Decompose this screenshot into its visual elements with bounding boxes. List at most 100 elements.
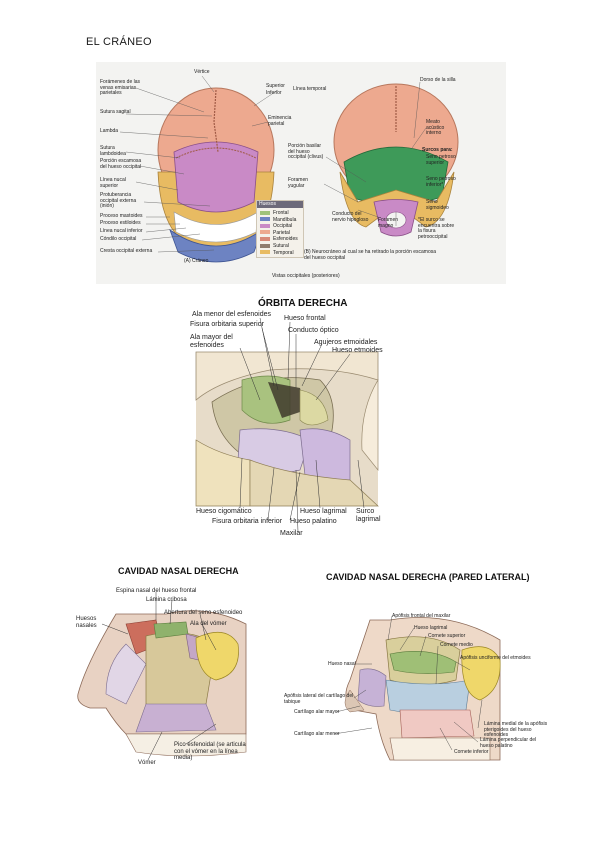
label-ala-mayor: Ala mayor del esfenoides — [190, 334, 233, 349]
label-porcion-basilar: Porción basilar del hueso occipital (cli… — [288, 143, 324, 160]
label-apofisis-unciforme: Apófisis unciforme del etmoides — [460, 655, 531, 661]
label-cornete-inferior: Cornete inferior — [454, 749, 489, 755]
nasal-right-figure: Apófisis frontal del maxilar Hueso lagri… — [284, 610, 560, 770]
label-sutura-sagital: Sutura sagital — [100, 109, 131, 115]
label-surcos-para: Surcos para: — [422, 147, 453, 153]
label-conducto-optico: Conducto óptico — [288, 327, 339, 334]
label-lamina-cribosa: Lámina cribosa — [146, 597, 187, 603]
label-apofisis-lateral: Apófisis lateral del cartílago del tabiq… — [284, 693, 354, 705]
label-hueso-etmoides: Hueso etmoides — [332, 347, 383, 354]
label-eminencia-parietal: Eminencia parietal — [268, 115, 292, 127]
label-fisura-inferior: Fisura orbitaria inferior — [212, 518, 283, 525]
legend-swatch — [260, 223, 270, 228]
label-hueso-cigomatico: Hueso cigomático — [196, 508, 252, 515]
label-linea-nucal-inferior: Línea nucal inferior — [100, 228, 143, 234]
label-hueso-lagrimal: Hueso lagrimal — [300, 508, 347, 515]
legend-swatch — [260, 230, 270, 235]
skull-illustration — [119, 75, 459, 263]
label-cartilago-alar-menor: Cartílago alar menor — [294, 731, 340, 737]
label-huesos-nasales: Huesos nasales — [76, 616, 97, 629]
label-agujeros-etmoidales: Agujeros etmoidales — [314, 339, 378, 346]
label-ala-menor: Ala menor del esfenoides — [192, 311, 271, 318]
label-hueso-frontal: Hueso frontal — [284, 315, 326, 322]
label-vistas-occipitales: Vistas occipitales (posteriores) — [272, 273, 340, 279]
label-vomer: Vómer — [138, 760, 156, 766]
label-hueso-palatino: Hueso palatino — [290, 518, 337, 525]
label-linea-temporal: Línea temporal — [293, 86, 327, 92]
nasal-left-figure: Espina nasal del hueso frontal Lámina cr… — [66, 584, 266, 774]
legend-item: Occipital — [260, 223, 292, 229]
skull-a-drawing — [157, 87, 275, 263]
nasal-right-illustration — [333, 615, 501, 761]
label-temporal-superior: Superior — [266, 83, 285, 89]
label-proceso-mastoides: Proceso mastoides — [100, 213, 143, 219]
label-sutura-lambdoidea: Sutura lambdoidea — [100, 145, 126, 157]
legend-label: Occipital — [273, 223, 293, 230]
label-condilo-occipital: Cóndilo occipital — [100, 236, 137, 242]
label-cornete-superior: Cornete superior — [428, 633, 466, 639]
legend-swatch — [260, 237, 270, 242]
label-lamina-medial: Lámina medial de la apófisis pterigoides… — [484, 721, 548, 738]
label-lamina-perpendicular: Lámina perpendicular del hueso palatino — [480, 737, 537, 749]
label-abertura-seno: Abertura del seno esfenoideo — [164, 610, 243, 616]
legend-label: Temporal — [273, 249, 294, 256]
label-vertice: Vértice — [194, 69, 210, 75]
label-maxilar: Maxilar — [280, 530, 303, 537]
label-porcion-escamosa: Porción escamosa del hueso occipital — [100, 158, 142, 170]
label-ala-vomer: Ala del vómer — [190, 621, 227, 627]
label-foramen-yugular: Foramen yugular — [288, 177, 309, 189]
page-title: EL CRÁNEO — [86, 36, 152, 48]
label-hueso-nasal: Hueso nasal — [328, 661, 356, 667]
legend-label: Sutural — [273, 243, 289, 249]
legend-item: Sutural — [260, 243, 289, 249]
label-seno-petroso-superior: Seno petroso superior — [426, 154, 456, 166]
label-pico-esfenoidal: Pico esfenoidal (se articula con el vóme… — [174, 742, 246, 761]
label-conducto-hipogloso: Conducto del nervio hipogloso — [332, 211, 369, 223]
label-foramen-magno: Foramen magno — [378, 217, 399, 229]
label-caption-a: (A) Cráneo — [184, 258, 209, 264]
legend-swatch — [260, 250, 270, 255]
label-forame-venas: Forámenes de las venas emisarias parieta… — [100, 79, 141, 96]
label-apofisis-frontal: Apófisis frontal del maxilar — [392, 613, 451, 619]
legend-label: Parietal — [273, 229, 290, 236]
legend-swatch — [260, 217, 270, 222]
legend-label: Frontal — [273, 210, 289, 216]
legend-label: Esfenoides — [273, 236, 298, 243]
label-nota-surco: *El surco se encuentra sobre la fisura p… — [418, 217, 455, 240]
label-cornete-medio: Cornete medio — [440, 642, 473, 648]
label-espina-nasal: Espina nasal del hueso frontal — [116, 588, 197, 594]
label-seno-petroso-inferior: Seno petroso inferior* — [426, 176, 456, 188]
label-cresta-occipital: Cresta occipital externa — [100, 248, 153, 254]
label-linea-nucal-superior: Línea nucal superior — [100, 177, 126, 189]
label-surco-lagrimal: Surco lagrimal — [356, 508, 381, 523]
legend-title: Huesos — [257, 201, 303, 208]
label-temporal-inferior: Inferior — [266, 90, 282, 96]
legend-swatch — [260, 243, 270, 248]
nasal-right-title: CAVIDAD NASAL DERECHA (PARED LATERAL) — [326, 572, 530, 582]
label-proceso-estiloides: Proceso estiloides — [100, 220, 141, 226]
skull-figure: Forámenes de las venas emisarias parieta… — [96, 62, 506, 284]
nasal-left-illustration — [77, 592, 247, 761]
legend-label: Mandíbula — [273, 216, 297, 223]
nasal-left-title: CAVIDAD NASAL DERECHA — [118, 566, 239, 576]
skull-b-drawing — [333, 83, 459, 237]
label-protuberancia: Protuberancia occipital externa (inión) — [100, 192, 137, 209]
legend-item: Temporal — [260, 250, 294, 256]
label-fisura-superior: Fisura orbitaria superior — [190, 321, 264, 328]
label-meato-acustico: Meato acústico interno — [426, 119, 445, 136]
label-hueso-lagrimal-n: Hueso lagrimal — [414, 625, 448, 631]
orbit-illustration — [195, 317, 379, 533]
label-caption-b: (B) Neurocráneo al cual se ha retirado l… — [304, 249, 437, 261]
legend-swatch — [260, 210, 270, 215]
label-dorso-silla: Dorso de la silla — [420, 77, 456, 83]
legend-item: Parietal — [260, 230, 290, 236]
label-seno-sigmoideo: Seno sigmoideo — [426, 199, 449, 211]
legend-item: Esfenoides — [260, 236, 298, 242]
legend-item: Frontal — [260, 210, 289, 216]
orbit-title: ÓRBITA DERECHA — [258, 298, 348, 309]
legend-item: Mandíbula — [260, 217, 296, 223]
orbit-figure: Ala menor del esfenoides Fisura orbitari… — [150, 310, 450, 550]
label-lambda: Lambda — [100, 128, 119, 134]
label-cartilago-alar-mayor: Cartílago alar mayor — [294, 709, 340, 715]
